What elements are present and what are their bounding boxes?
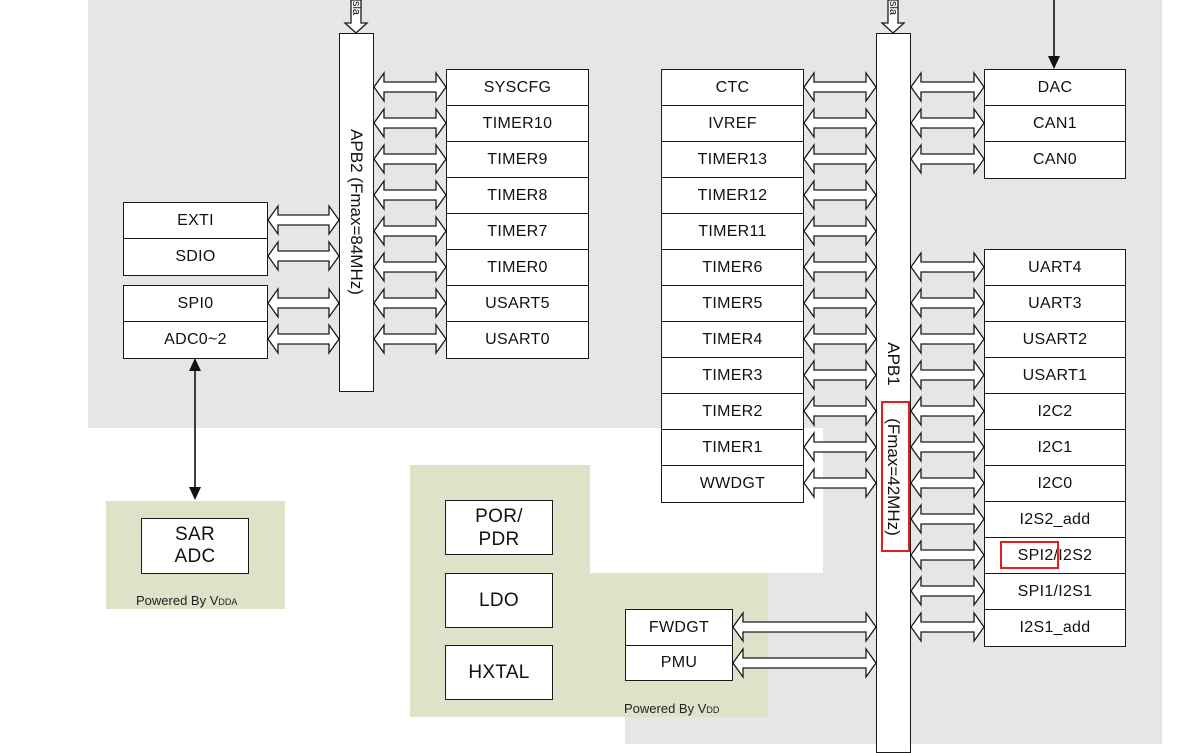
apb1-right-b-arrow-9 xyxy=(910,574,985,608)
apb1-left-arrow-8 xyxy=(803,358,877,392)
apb1-freq-highlight-box xyxy=(881,401,910,552)
peripheral-usart0: USART0 xyxy=(446,321,589,359)
peripheral-syscfg: SYSCFG xyxy=(446,69,589,107)
apb1-right-b-arrow-8 xyxy=(910,538,985,572)
apb2-right-arrow-4 xyxy=(373,214,447,248)
apb1-right-b-arrow-1 xyxy=(910,286,985,320)
peripheral-timer6: TIMER6 xyxy=(661,249,804,287)
peripheral-ctc: CTC xyxy=(661,69,804,107)
peripheral-spi1-i2s1: SPI1/I2S1 xyxy=(984,573,1126,611)
apb1-left-arrow-7 xyxy=(803,322,877,356)
peripheral-dac: DAC xyxy=(984,69,1126,107)
apb1-left-arrow-0 xyxy=(803,70,877,104)
peripheral-timer8: TIMER8 xyxy=(446,177,589,215)
apb2-right-arrow-5 xyxy=(373,250,447,284)
peripheral-wwdgt: WWDGT xyxy=(661,465,804,503)
peripheral-timer3: TIMER3 xyxy=(661,357,804,395)
apb2-left-b-arrow-0 xyxy=(267,286,340,320)
peripheral-timer11: TIMER11 xyxy=(661,213,804,251)
apb1-left-arrow-2 xyxy=(803,142,877,176)
peripheral-timer12: TIMER12 xyxy=(661,177,804,215)
apb1-left-arrow-4 xyxy=(803,214,877,248)
adc-link-arrowhead-down xyxy=(189,487,201,500)
peripheral-uart3: UART3 xyxy=(984,285,1126,323)
peripheral-i2s1-add: I2S1_add xyxy=(984,609,1126,647)
apb1-bus-label: APB1 xyxy=(884,342,903,386)
vdda-caption: Powered By VDDA xyxy=(136,593,238,608)
peripheral-spi0: SPI0 xyxy=(123,285,268,323)
peripheral-timer13: TIMER13 xyxy=(661,141,804,179)
fwdgt-block: FWDGT xyxy=(625,609,733,646)
pmu-arrow xyxy=(732,646,877,680)
peripheral-adc0-2: ADC0~2 xyxy=(123,321,268,359)
apb2-left-a-arrow-1 xyxy=(267,239,340,273)
peripheral-i2s2-add: I2S2_add xyxy=(984,501,1126,539)
apb1-right-b-arrow-4 xyxy=(910,394,985,428)
peripheral-timer7: TIMER7 xyxy=(446,213,589,251)
apb2-bus-label: APB2 (Fmax=84MHz) xyxy=(347,129,366,295)
peripheral-timer1: TIMER1 xyxy=(661,429,804,467)
apb1-left-arrow-3 xyxy=(803,178,877,212)
peripheral-timer10: TIMER10 xyxy=(446,105,589,143)
apb2-right-arrow-3 xyxy=(373,178,447,212)
peripheral-i2c1: I2C1 xyxy=(984,429,1126,467)
peripheral-timer9: TIMER9 xyxy=(446,141,589,179)
apb1-left-arrow-1 xyxy=(803,106,877,140)
apb1-left-arrow-6 xyxy=(803,286,877,320)
apb2-top-label: sla xyxy=(350,0,362,16)
peripheral-exti: EXTI xyxy=(123,202,268,240)
sar-adc-block: SAR ADC xyxy=(141,518,249,574)
peripheral-i2c0: I2C0 xyxy=(984,465,1126,503)
apb1-right-b-arrow-7 xyxy=(910,502,985,536)
apb2-left-b-arrow-1 xyxy=(267,322,340,356)
dac-input-arrowhead xyxy=(1048,56,1060,69)
apb1-right-b-arrow-6 xyxy=(910,466,985,500)
peripheral-usart5: USART5 xyxy=(446,285,589,323)
peripheral-timer2: TIMER2 xyxy=(661,393,804,431)
apb1-right-b-arrow-2 xyxy=(910,322,985,356)
peripheral-can0: CAN0 xyxy=(984,141,1126,179)
apb1-left-arrow-10 xyxy=(803,430,877,464)
vdd-caption: Powered By VDD xyxy=(624,701,720,716)
apb1-left-arrow-11 xyxy=(803,466,877,500)
apb2-entry-arrow xyxy=(343,0,369,34)
peripheral-can1: CAN1 xyxy=(984,105,1126,143)
apb1-right-a-arrow-2 xyxy=(910,142,985,176)
apb2-bus xyxy=(339,33,374,392)
apb1-right-b-arrow-5 xyxy=(910,430,985,464)
apb2-right-arrow-6 xyxy=(373,286,447,320)
ldo-block: LDO xyxy=(445,573,553,628)
apb2-right-arrow-7 xyxy=(373,322,447,356)
apb1-left-arrow-9 xyxy=(803,394,877,428)
apb1-right-b-arrow-0 xyxy=(910,250,985,284)
peripheral-timer4: TIMER4 xyxy=(661,321,804,359)
pmu-block: PMU xyxy=(625,645,733,681)
apb1-top-label: sla xyxy=(887,0,899,16)
peripheral-uart4: UART4 xyxy=(984,249,1126,287)
apb2-right-arrow-2 xyxy=(373,142,447,176)
apb1-bus xyxy=(876,33,911,753)
peripheral-timer0: TIMER0 xyxy=(446,249,589,287)
apb2-right-arrow-0 xyxy=(373,70,447,104)
apb1-right-b-arrow-10 xyxy=(910,610,985,644)
adc-link-arrowhead-up xyxy=(189,358,201,371)
apb1-left-arrow-5 xyxy=(803,250,877,284)
apb2-right-arrow-1 xyxy=(373,106,447,140)
peripheral-usart1: USART1 xyxy=(984,357,1126,395)
por-pdr-block: POR/ PDR xyxy=(445,500,553,555)
apb1-right-a-arrow-1 xyxy=(910,106,985,140)
peripheral-sdio: SDIO xyxy=(123,238,268,276)
apb2-left-a-arrow-0 xyxy=(267,203,340,237)
peripheral-i2c2: I2C2 xyxy=(984,393,1126,431)
apb1-right-a-arrow-0 xyxy=(910,70,985,104)
apb1-right-b-arrow-3 xyxy=(910,358,985,392)
peripheral-ivref: IVREF xyxy=(661,105,804,143)
spi2-highlight-box xyxy=(1000,541,1059,569)
peripheral-timer5: TIMER5 xyxy=(661,285,804,323)
peripheral-usart2: USART2 xyxy=(984,321,1126,359)
hxtal-block: HXTAL xyxy=(445,645,553,700)
apb1-entry-arrow xyxy=(880,0,906,34)
fwdgt-arrow xyxy=(732,610,877,644)
